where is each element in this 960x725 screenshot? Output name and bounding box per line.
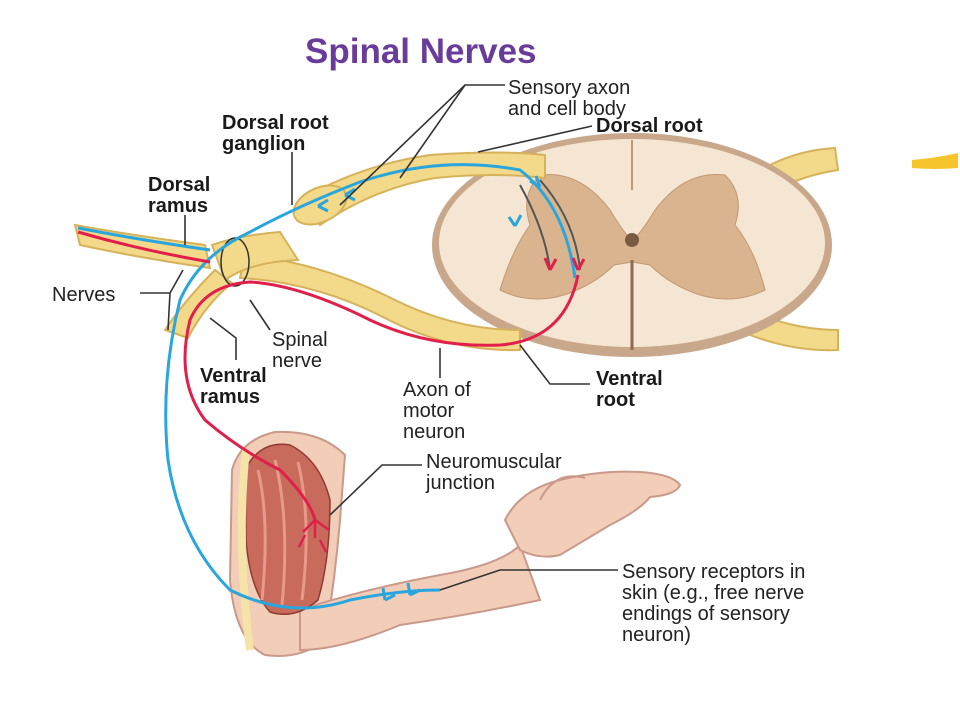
label-nerves: Nerves (52, 284, 116, 306)
dorsal-root-nerve (298, 151, 546, 227)
label-drg-line2: ganglion (222, 133, 306, 155)
arrow-s2 (507, 214, 523, 227)
label-sensory-receptors-line3: endings of sensory (622, 603, 790, 625)
label-sensory-axon-line1: Sensory axon (508, 77, 631, 99)
spinal-cord (432, 133, 840, 357)
arrow-s4 (317, 198, 329, 213)
label-drg-line1: Dorsal root (222, 112, 329, 134)
interneuron-dark (519, 179, 581, 271)
label-sensory-receptors-line4: neuron) (622, 624, 691, 646)
label-dorsal-root-ganglion: Dorsal root ganglion (222, 113, 329, 155)
muscle (244, 443, 331, 615)
leader-spinal-nerve (249, 299, 271, 331)
ventral-root-nerve (238, 253, 521, 352)
nmj-endings (297, 518, 330, 553)
arm-bone (237, 449, 254, 651)
leader-nerves-2 (167, 292, 171, 331)
motor-arrow-2 (571, 257, 586, 271)
label-ventral-ramus: Ventral ramus (200, 366, 267, 408)
label-spinal-nerve: Spinal nerve (272, 330, 328, 372)
label-axon-motor-neuron: Axon of motor neuron (403, 380, 471, 443)
forearm (299, 543, 542, 652)
leader-lines (140, 84, 618, 591)
diagram-title: Spinal Nerves (305, 32, 537, 71)
arrow-s5 (381, 587, 396, 602)
sensory-axon-branch (77, 226, 211, 252)
label-dorsal-ramus: Dorsal ramus (148, 175, 210, 217)
motor-axon-branch (77, 230, 211, 264)
sensory-axon-path (77, 163, 581, 610)
arrow-s1 (529, 175, 542, 189)
label-ventral-ramus-line2: ramus (200, 386, 261, 408)
arrow-s6 (406, 582, 421, 597)
leader-nerves-1 (140, 269, 184, 294)
motor-axon (183, 274, 580, 521)
label-ventral-ramus-line1: Ventral (200, 365, 267, 387)
muscle-fiber-3 (296, 461, 308, 601)
central-canal (625, 233, 639, 247)
thumb (539, 475, 586, 501)
label-axon-motor-line2: motor (403, 400, 455, 422)
sensory-axon (164, 163, 577, 610)
label-spinal-nerve-line2: nerve (272, 350, 323, 372)
label-ventral-root-line2: root (596, 389, 635, 411)
leader-ventral-root (519, 344, 590, 385)
leader-nmj (329, 464, 422, 516)
label-axon-motor-line3: neuron (403, 421, 466, 443)
label-axon-motor-line1: Axon of (403, 379, 471, 401)
motor-arrow-1 (543, 257, 558, 271)
spinal-nerve-ring (220, 237, 250, 287)
motor-axon-path (77, 230, 586, 553)
leader-sensory-receptors (439, 569, 618, 591)
label-nmj-line2: junction (426, 472, 495, 494)
leader-ventral-ramus (209, 317, 237, 360)
label-sensory-receptors-line2: skin (e.g., free nerve (622, 582, 805, 604)
arrow-s3 (344, 187, 356, 202)
decor-stroke (912, 153, 958, 169)
label-dorsal-root: Dorsal root (596, 115, 703, 137)
label-spinal-nerve-line1: Spinal (272, 329, 328, 351)
label-sensory-axon: Sensory axon and cell body (508, 78, 630, 120)
label-ventral-root-line1: Ventral (596, 368, 663, 390)
muscle-fiber-2 (273, 459, 287, 606)
muscle-fiber-1 (256, 469, 267, 601)
label-nmj-line1: Neuromuscular (426, 451, 562, 473)
leader-dorsal-root (477, 125, 593, 153)
label-ventral-root: Ventral root (596, 369, 663, 411)
label-dorsal-ramus-line2: ramus (148, 195, 209, 217)
leader-sensory-axon-2 (399, 84, 466, 179)
hand (503, 470, 682, 558)
label-sensory-receptors-line1: Sensory receptors in (622, 561, 806, 583)
label-neuromuscular-junction: Neuromuscular junction (426, 452, 562, 494)
label-dorsal-ramus-line1: Dorsal (148, 174, 211, 196)
label-sensory-axon-line2: and cell body (508, 98, 626, 120)
label-sensory-receptors: Sensory receptors in skin (e.g., free ne… (622, 562, 805, 646)
